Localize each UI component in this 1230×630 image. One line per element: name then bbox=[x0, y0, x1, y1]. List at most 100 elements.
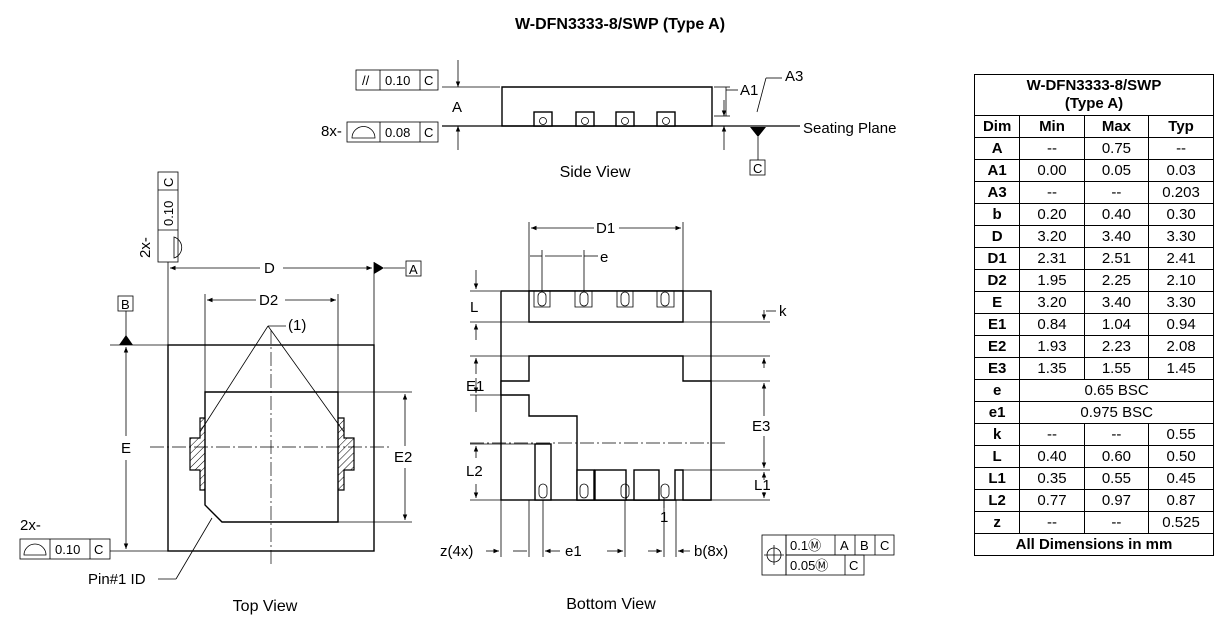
bottom-top-pads bbox=[528, 290, 684, 323]
dim-name-cell: e1 bbox=[973, 401, 1021, 424]
bottom-exposed-pad bbox=[500, 355, 712, 501]
profile-datum: C bbox=[424, 125, 433, 140]
pos-row1-datum-a: A bbox=[840, 538, 849, 553]
dim-value-cell: 0.05 bbox=[1083, 159, 1150, 182]
parallel-tol: 0.10 bbox=[385, 73, 410, 88]
table-title: W-DFN3333-8/SWP (Type A) bbox=[974, 74, 1214, 116]
dim-value-cell: 3.40 bbox=[1083, 225, 1150, 248]
dim-value-cell: 0.65 BSC bbox=[1019, 379, 1214, 402]
dim-value-cell: 1.55 bbox=[1083, 357, 1150, 380]
dim-value-cell: 0.45 bbox=[1148, 467, 1214, 490]
dim-value-cell: 0.50 bbox=[1148, 445, 1214, 468]
dim-name-cell: D1 bbox=[973, 247, 1021, 270]
dim-value-cell: 0.84 bbox=[1019, 313, 1085, 336]
label-E3: E3 bbox=[752, 418, 770, 435]
dimension-table: W-DFN3333-8/SWP (Type A) Dim Min Max Typ… bbox=[973, 74, 1214, 556]
table-title-line2: (Type A) bbox=[1064, 95, 1124, 112]
label-L: L bbox=[470, 299, 478, 316]
dim-name-cell: A3 bbox=[973, 181, 1021, 204]
table-footer: All Dimensions in mm bbox=[974, 533, 1214, 556]
side-view: A A1 A3 C Seating Plane // 0.10 C 8x- 0.… bbox=[321, 60, 896, 181]
side-terminal bbox=[615, 111, 635, 127]
table-header-row: Dim Min Max Typ bbox=[973, 115, 1214, 138]
bottom-pad bbox=[576, 469, 595, 501]
label-L1: L1 bbox=[754, 477, 771, 494]
parallel-datum: C bbox=[424, 73, 433, 88]
dim-value-cell: -- bbox=[1019, 137, 1085, 160]
dim-name-cell: b bbox=[973, 203, 1021, 226]
dim-value-cell: 0.35 bbox=[1019, 467, 1085, 490]
parallel-symbol: // bbox=[362, 73, 370, 88]
surface-profile-icon bbox=[23, 543, 47, 556]
dim-value-cell: 0.55 bbox=[1083, 467, 1150, 490]
top-exposed-pad bbox=[204, 391, 339, 523]
table-row: A--0.75-- bbox=[973, 137, 1214, 160]
dim-value-cell: 2.23 bbox=[1083, 335, 1150, 358]
dim-value-cell: -- bbox=[1083, 181, 1150, 204]
datum-A: A bbox=[409, 262, 418, 277]
label-D2: D2 bbox=[259, 292, 278, 309]
dim-value-cell: -- bbox=[1019, 181, 1085, 204]
pos-row1-datum-b: B bbox=[860, 538, 869, 553]
dim-value-cell: -- bbox=[1083, 511, 1150, 534]
datum-C-box bbox=[749, 159, 766, 176]
dim-name-cell: A bbox=[973, 137, 1021, 160]
top-view: D A D2 (1) B E E2 C bbox=[19, 171, 422, 615]
table-row: A3----0.203 bbox=[973, 181, 1214, 204]
pos-row2-datum-c: C bbox=[849, 558, 858, 573]
profile-v-datum: C bbox=[161, 178, 176, 187]
dim-value-cell: 0.525 bbox=[1148, 511, 1214, 534]
profile-v-prefix: 2x- bbox=[137, 237, 154, 258]
bottom-pad bbox=[633, 469, 660, 501]
profile-h-tol: 0.10 bbox=[55, 542, 80, 557]
dim-value-cell: 2.41 bbox=[1148, 247, 1214, 270]
dim-value-cell: -- bbox=[1148, 137, 1214, 160]
side-terminal bbox=[575, 111, 595, 127]
label-k: k bbox=[779, 303, 787, 320]
dim-value-cell: 0.55 bbox=[1148, 423, 1214, 446]
seating-plane-label: Seating Plane bbox=[803, 120, 896, 137]
dim-name-cell: L2 bbox=[973, 489, 1021, 512]
profile-v-tol: 0.10 bbox=[161, 201, 176, 226]
dim-value-cell: 3.20 bbox=[1019, 291, 1085, 314]
profile-h-prefix: 2x- bbox=[20, 517, 41, 534]
label-A1: A1 bbox=[740, 82, 758, 99]
label-A3: A3 bbox=[785, 68, 803, 85]
surface-profile-icon bbox=[173, 236, 183, 259]
label-L2: L2 bbox=[466, 463, 483, 480]
dim-name-cell: k bbox=[973, 423, 1021, 446]
pin1-id-label: Pin#1 ID bbox=[88, 571, 146, 588]
dim-value-cell: 3.40 bbox=[1083, 291, 1150, 314]
dim-name-cell: E3 bbox=[973, 357, 1021, 380]
col-dim: Dim bbox=[973, 115, 1021, 138]
pos-row2-tol: 0.05Ⓜ bbox=[790, 558, 828, 573]
dim-value-cell: 0.75 bbox=[1083, 137, 1150, 160]
dim-value-cell: 1.45 bbox=[1148, 357, 1214, 380]
dim-name-cell: e bbox=[973, 379, 1021, 402]
dim-value-cell: -- bbox=[1019, 511, 1085, 534]
datum-B: B bbox=[121, 297, 130, 312]
label-A: A bbox=[452, 99, 462, 116]
dim-value-cell: 0.30 bbox=[1148, 203, 1214, 226]
dim-value-cell: 3.20 bbox=[1019, 225, 1085, 248]
dim-name-cell: D2 bbox=[973, 269, 1021, 292]
surface-profile-icon bbox=[351, 126, 376, 139]
dim-value-cell: 0.00 bbox=[1019, 159, 1085, 182]
col-min: Min bbox=[1019, 115, 1085, 138]
dim-value-cell: 1.04 bbox=[1083, 313, 1150, 336]
dim-value-cell: 0.975 BSC bbox=[1019, 401, 1214, 424]
table-row: z----0.525 bbox=[973, 511, 1214, 534]
profile-prefix: 8x- bbox=[321, 123, 342, 140]
bottom-pin-1-pad bbox=[534, 443, 552, 501]
dim-value-cell: 1.95 bbox=[1019, 269, 1085, 292]
drawing-title: W-DFN3333-8/SWP (Type A) bbox=[515, 16, 725, 33]
dim-value-cell: 0.40 bbox=[1083, 203, 1150, 226]
